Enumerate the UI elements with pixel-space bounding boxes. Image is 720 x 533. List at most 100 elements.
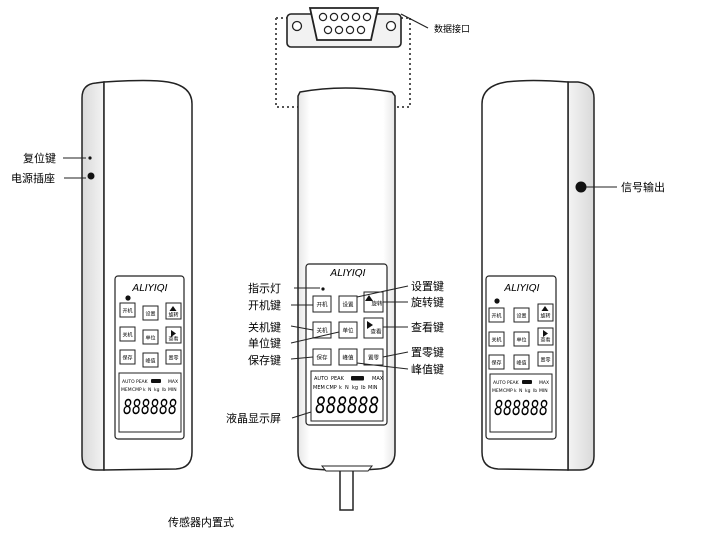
right-lcd-auto: AUTO	[493, 380, 506, 386]
right-key-view: 查看	[540, 337, 550, 344]
label-signal-output: 信号输出	[621, 180, 665, 194]
center-lcd-n: N	[345, 385, 349, 391]
left-lcd-n: N	[148, 387, 151, 393]
center-key-rotate: 旋转	[371, 300, 383, 308]
signal-output-port	[575, 181, 587, 193]
right-lcd-k: k	[514, 388, 517, 394]
center-key-off: 关机	[316, 327, 328, 335]
connector-leader	[400, 13, 429, 29]
label-save-key: 保存键	[248, 353, 281, 367]
label-rotate-key: 旋转键	[411, 295, 444, 309]
center-lcd-auto: AUTO	[314, 376, 328, 382]
left-lcd-digits: 888888	[123, 395, 177, 419]
center-key-peak: 峰值	[342, 354, 354, 362]
center-lcd-k: k	[339, 385, 342, 391]
left-key-peak: 峰值	[145, 358, 155, 365]
left-key-view: 查看	[168, 336, 178, 343]
right-lcd-digits: 888888	[494, 396, 548, 420]
left-key-on: 开机	[122, 308, 132, 315]
diagram-caption: 传感器内置式	[168, 515, 234, 529]
left-key-save: 保存	[122, 355, 132, 362]
center-device: ALIYIQI 开机 设置 旋转 关机 单位 查看 保存 峰值 置零	[297, 87, 396, 511]
connector-label: 数据接口	[434, 23, 470, 35]
center-lcd-min: MIN	[368, 385, 378, 391]
label-view-key: 查看键	[411, 320, 444, 334]
left-key-zero: 置零	[168, 356, 178, 362]
left-lcd-max: MAX	[168, 379, 178, 385]
center-key-zero: 置零	[368, 355, 380, 362]
left-keypad	[119, 302, 182, 368]
right-key-zero: 置零	[540, 358, 550, 364]
cable	[339, 465, 354, 511]
center-key-unit: 单位	[342, 327, 354, 335]
right-key-rotate: 旋转	[540, 313, 550, 320]
center-key-view: 查看	[370, 328, 382, 336]
db9-connector	[286, 7, 402, 48]
center-leaders-right	[356, 285, 409, 370]
center-lcd-kg: kg	[352, 385, 358, 391]
center-lcd-digits: 888888	[315, 394, 379, 419]
left-lcd-auto: AUTO	[122, 379, 135, 385]
right-key-save: 保存	[491, 360, 501, 367]
right-device: ALIYIQI 开机 设置 旋转 关机 单位 查看 保存 峰值 置零	[481, 79, 595, 471]
center-keypad	[312, 291, 384, 366]
right-key-unit: 单位	[516, 337, 526, 344]
left-lcd-k: k	[143, 387, 146, 393]
left-key-unit: 单位	[145, 335, 155, 342]
center-key-save: 保存	[316, 354, 328, 362]
center-lcd: AUTO PEAK MAX MEM CMP k N kg lb MIN 8888…	[310, 370, 384, 422]
label-settings-key: 设置键	[411, 279, 444, 293]
reset-hole	[88, 156, 92, 160]
left-lcd-min: MIN	[168, 387, 177, 393]
center-key-on: 开机	[316, 301, 328, 309]
left-key-settings: 设置	[145, 311, 155, 318]
label-lcd-screen: 液晶显示屏	[226, 411, 281, 425]
left-leaders	[63, 157, 86, 179]
left-lcd-cmp: CMP	[132, 387, 142, 393]
center-lcd-cmp: CMP	[326, 385, 337, 391]
center-lcd-peak: PEAK	[331, 376, 345, 382]
right-lcd-lb: lb	[533, 388, 537, 394]
center-lcd-mem: MEM	[313, 385, 325, 391]
center-lcd-lb: lb	[361, 385, 366, 391]
label-reset-key: 复位键	[23, 151, 56, 165]
left-lcd-peak: PEAK	[136, 379, 149, 385]
right-key-peak: 峰值	[516, 360, 526, 367]
label-peak-key: 峰值键	[411, 362, 444, 376]
right-key-off: 关机	[491, 337, 501, 344]
label-power-on-key: 开机键	[248, 298, 281, 312]
left-device: ALIYIQI 开机 设置 旋转 关机 单位 查看 保存 峰值 置零	[81, 79, 193, 471]
center-indicator	[321, 287, 325, 291]
right-key-on: 开机	[491, 313, 501, 320]
right-lcd: AUTO PEAK MAX MEM CMP k N kg lb MIN 8888…	[489, 373, 553, 433]
left-indicator	[125, 295, 131, 301]
left-lcd: AUTO PEAK MAX MEM CMP k N kg lb MIN 8888…	[118, 372, 182, 433]
right-indicator	[494, 298, 500, 304]
left-lcd-mem: MEM	[121, 387, 132, 393]
right-lcd-n: N	[519, 388, 522, 394]
right-lcd-mem: MEM	[492, 388, 503, 394]
label-power-socket: 电源插座	[11, 171, 55, 185]
label-zero-key: 置零键	[411, 345, 444, 359]
right-lcd-kg: kg	[525, 388, 531, 394]
label-power-off-key: 关机键	[248, 320, 281, 334]
left-lcd-lb: lb	[162, 387, 166, 393]
center-brand: ALIYIQI	[329, 268, 365, 279]
left-brand: ALIYIQI	[131, 283, 167, 294]
right-key-settings: 设置	[516, 313, 526, 320]
center-key-settings: 设置	[342, 301, 354, 309]
right-lcd-cmp: CMP	[503, 388, 513, 394]
center-lcd-max: MAX	[372, 376, 384, 382]
right-keypad	[488, 303, 554, 370]
left-key-rotate: 旋转	[168, 312, 178, 319]
right-lcd-peak: PEAK	[507, 380, 520, 386]
label-indicator: 指示灯	[248, 281, 281, 295]
right-lcd-max: MAX	[539, 380, 549, 386]
power-socket	[87, 172, 95, 180]
center-leaders-left	[290, 287, 340, 419]
right-brand: ALIYIQI	[503, 283, 539, 294]
right-lcd-min: MIN	[539, 388, 548, 394]
left-lcd-kg: kg	[154, 387, 160, 393]
label-unit-key: 单位键	[248, 336, 281, 350]
